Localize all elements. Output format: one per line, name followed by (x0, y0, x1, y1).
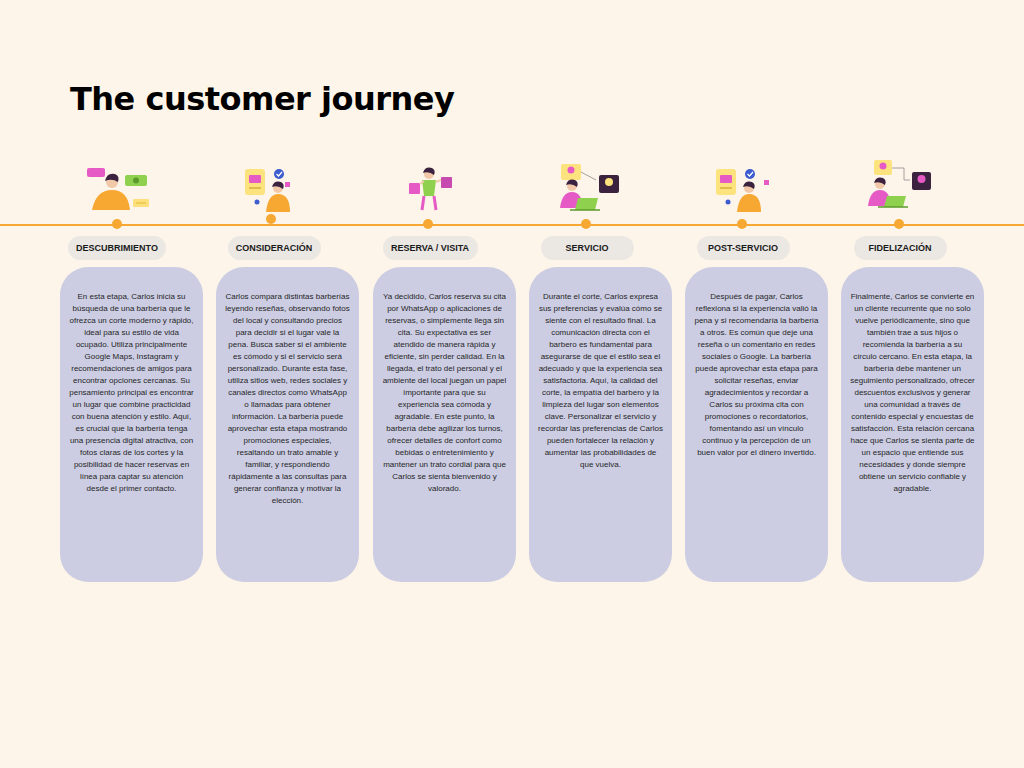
service-illustration (560, 164, 619, 210)
stage-text: CONSIDERACIÓN (236, 243, 313, 253)
loyalty-illustration (868, 160, 931, 207)
stage-card: Durante el corte, Carlos expresa sus pre… (529, 267, 672, 582)
stage-label: POST-SERVICIO (697, 236, 790, 260)
stage-label: SERVICIO (541, 236, 634, 260)
stage-text: Ya decidido, Carlos reserva su cita por … (382, 291, 507, 495)
stage-text: POST-SERVICIO (708, 243, 778, 253)
stage-label: CONSIDERACIÓN (228, 236, 321, 260)
stage-text: RESERVA / VISITA (391, 243, 469, 253)
stage-card: Carlos compara distintas barberías leyen… (216, 267, 359, 582)
stage-text: Finalmente, Carlos se convierte en un cl… (850, 291, 975, 495)
timeline-dots (112, 214, 904, 229)
post-service-illustration (716, 169, 769, 212)
timeline (0, 224, 1024, 226)
discovery-illustration (87, 168, 149, 210)
stage-label: DESCUBRIMIENTO (68, 236, 166, 260)
stage-text: FIDELIZACIÓN (869, 243, 932, 253)
stage-text: Durante el corte, Carlos expresa sus pre… (538, 291, 663, 471)
booking-illustration (409, 168, 452, 210)
stage-card: En esta etapa, Carlos inicia su búsqueda… (60, 267, 203, 582)
stage-text: Carlos compara distintas barberías leyen… (225, 291, 350, 507)
stage-text: SERVICIO (566, 243, 609, 253)
stage-text: En esta etapa, Carlos inicia su búsqueda… (69, 291, 194, 495)
stage-card: Ya decidido, Carlos reserva su cita por … (373, 267, 516, 582)
consideration-illustration (245, 169, 290, 212)
stage-label: FIDELIZACIÓN (854, 236, 947, 260)
stage-card: Después de pagar, Carlos reflexiona si l… (685, 267, 828, 582)
stage-label: RESERVA / VISITA (383, 236, 478, 260)
stage-card: Finalmente, Carlos se convierte en un cl… (841, 267, 984, 582)
stage-text: Después de pagar, Carlos reflexiona si l… (694, 291, 819, 459)
page-title: The customer journey (70, 80, 454, 118)
stage-text: DESCUBRIMIENTO (76, 243, 158, 253)
